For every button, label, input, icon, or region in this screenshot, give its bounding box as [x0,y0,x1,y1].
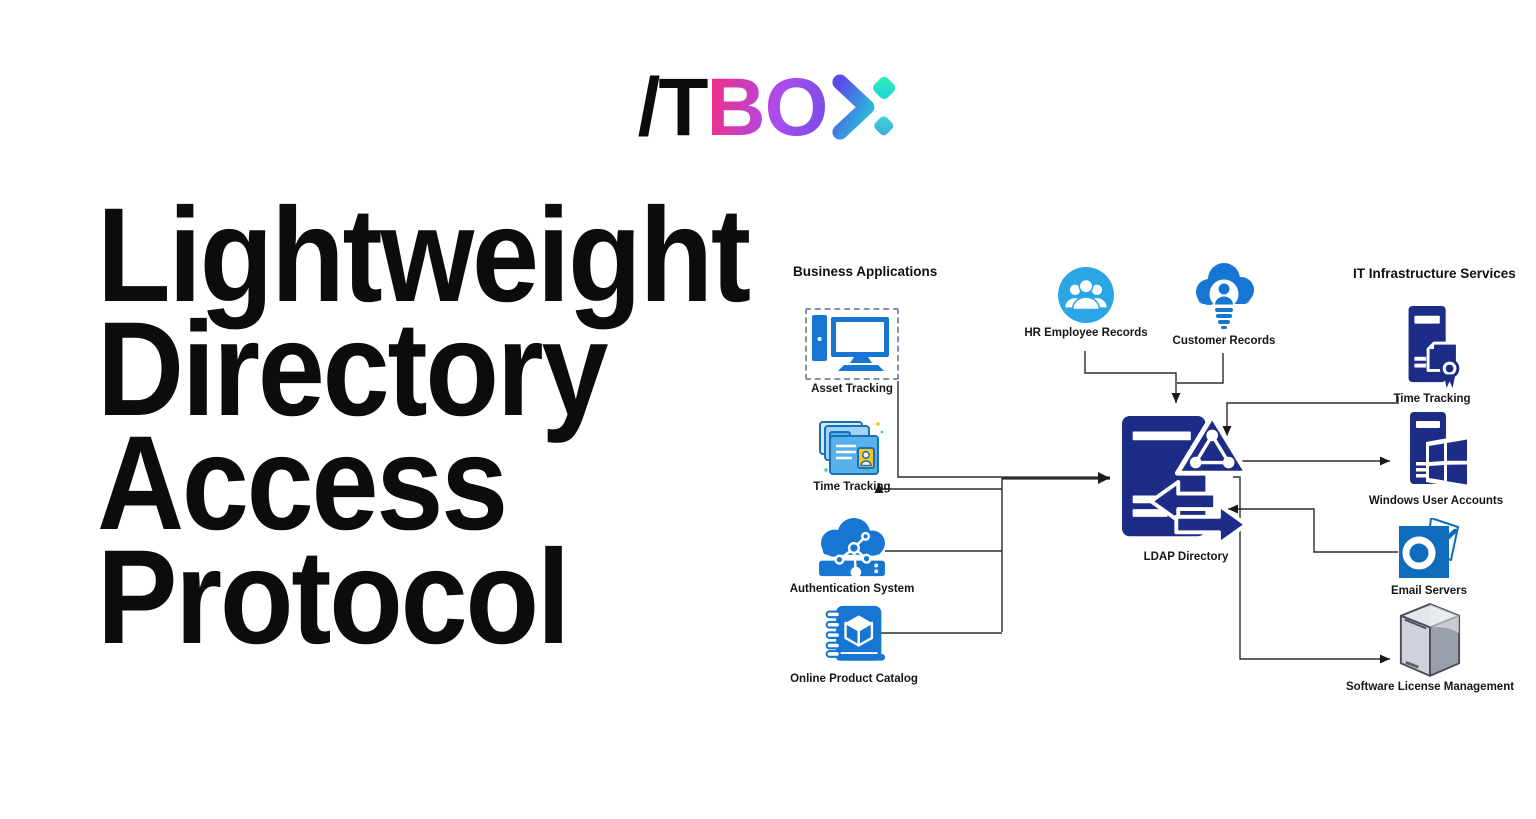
asset-tracking-label: Asset Tracking [811,383,893,395]
node-time-tracking-right: Time Tracking [1393,306,1471,405]
node-customer-records: Customer Records [1166,262,1282,347]
node-authentication-system: Authentication System [790,516,914,595]
logo-text-gradient: BO [706,61,828,153]
online-product-catalog-label: Online Product Catalog [790,673,918,685]
server-certificate-icon [1408,306,1460,389]
node-online-product-catalog: Online Product Catalog [786,604,922,685]
logo-text-black: /T [637,61,709,153]
email-servers-label: Email Servers [1390,585,1468,597]
it-infrastructure-heading: IT Infrastructure Services [1353,266,1516,281]
node-asset-tracking: Asset Tracking [800,308,904,395]
time-tracking-right-label: Time Tracking [1393,393,1471,405]
title-line-2: Directory [97,295,609,444]
title-line-3: Access [97,409,508,558]
server-windows-icon [1410,412,1470,490]
node-hr-employee-records: HR Employee Records [1020,266,1152,339]
node-windows-user-accounts: Windows User Accounts [1369,412,1503,507]
cloud-network-server-icon [819,517,885,578]
node-ldap-directory: LDAP Directory [1120,412,1252,563]
software-license-management-label: Software License Management [1345,681,1515,693]
x-glyph-icon [832,72,898,149]
ldap-server-arrows-icon [1122,413,1250,546]
title-line-1: Lightweight [97,181,751,330]
windows-user-accounts-label: Windows User Accounts [1368,495,1504,507]
hr-employee-records-label: HR Employee Records [1024,327,1148,339]
asset-tracking-selection-box [805,308,899,380]
server-box-3d-icon [1399,603,1461,677]
desktop-computer-icon [812,315,889,371]
folders-contact-icon [819,421,884,475]
time-tracking-left-label: Time Tracking [813,481,891,493]
node-time-tracking-left: Time Tracking [796,416,908,493]
catalog-book-cube-icon [825,605,886,661]
node-software-license-management: Software License Management [1346,602,1514,693]
authentication-system-label: Authentication System [789,583,915,595]
business-applications-heading: Business Applications [793,264,938,279]
cloud-person-icon [1196,263,1254,329]
node-email-servers: Email Servers [1390,518,1468,597]
outlook-icon [1399,518,1459,578]
customer-records-label: Customer Records [1172,335,1276,347]
ldap-directory-label: LDAP Directory [1143,551,1229,563]
people-circle-icon [1058,267,1114,323]
title-line-4: Protocol [97,523,570,672]
page-title: Lightweight Directory Access Protocol [97,181,751,672]
